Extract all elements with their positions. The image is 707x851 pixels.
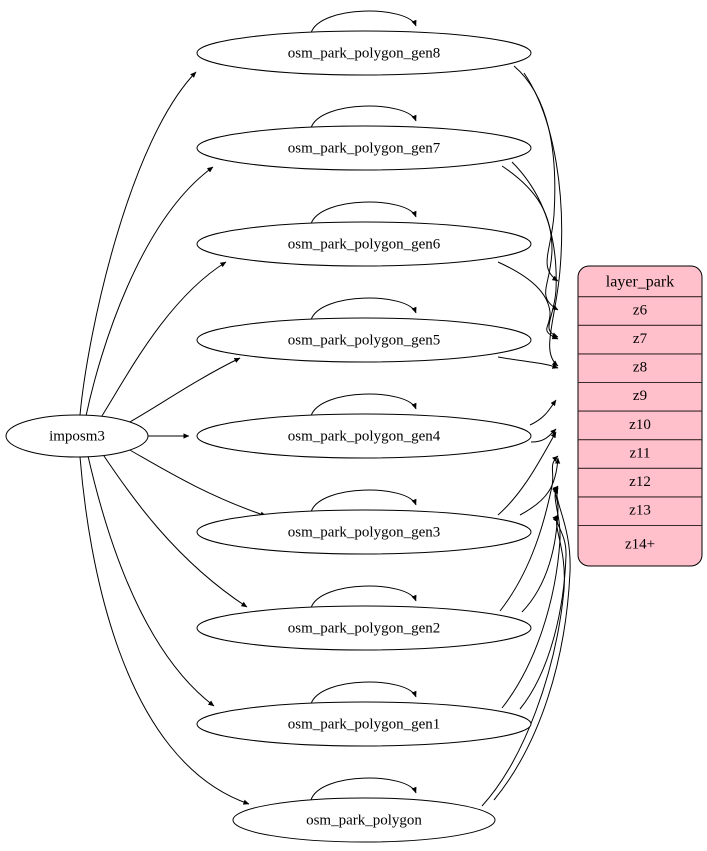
node-gen6-shape[interactable] xyxy=(196,221,532,267)
layer-park-body[interactable] xyxy=(577,265,703,567)
node-imposm3-shape[interactable] xyxy=(5,414,149,458)
edge-gen4-to-z11 xyxy=(530,428,557,443)
edge-imposm3-to-gen8 xyxy=(79,71,197,416)
node-gen1[interactable]: osm_park_polygon_gen1 xyxy=(196,701,532,747)
layer-park-row-z11[interactable]: z11 xyxy=(629,445,650,461)
node-gen4[interactable]: osm_park_polygon_gen4 xyxy=(196,413,532,459)
node-base[interactable]: osm_park_polygon xyxy=(232,797,496,843)
node-imposm3[interactable]: imposm3 xyxy=(5,414,149,458)
edge-base-to-z13 xyxy=(493,487,571,801)
node-gen8-label: osm_park_polygon_gen8 xyxy=(288,45,440,61)
node-gen2-label: osm_park_polygon_gen2 xyxy=(288,620,440,636)
self-loop-gen2 xyxy=(310,585,417,609)
edge-imposm3-to-gen1 xyxy=(87,455,215,707)
layer-park-row-z8[interactable]: z8 xyxy=(633,360,647,376)
node-gen4-label: osm_park_polygon_gen4 xyxy=(288,428,441,444)
node-imposm3-label: imposm3 xyxy=(49,428,105,444)
edge-gen1-to-z13 xyxy=(501,486,561,709)
node-base-label: osm_park_polygon xyxy=(306,812,422,828)
node-gen3-shape[interactable] xyxy=(196,509,532,555)
node-gen2-shape[interactable] xyxy=(196,605,532,651)
edge-base-to-z14 xyxy=(481,515,565,807)
edge-imposm3-to-gen7 xyxy=(85,166,214,417)
self-loop-base xyxy=(310,777,417,801)
node-gen6[interactable]: osm_park_polygon_gen6 xyxy=(196,221,532,267)
node-gen5-shape[interactable] xyxy=(196,317,532,363)
edge-gen7-to-z8 xyxy=(511,161,559,338)
layer-park-row-z14plus[interactable]: z14+ xyxy=(625,536,655,552)
edge-gen6-to-z8 xyxy=(497,261,559,340)
edge-gen3-to-z11 xyxy=(497,431,557,516)
node-gen7-shape[interactable] xyxy=(196,125,532,171)
node-gen8-shape[interactable] xyxy=(196,30,532,76)
node-gen2[interactable]: osm_park_polygon_gen2 xyxy=(196,605,532,651)
edge-gen5-to-z9 xyxy=(497,356,559,369)
node-layer-park[interactable]: layer_park z6 z7 z8 z9 z10 z11 z12 z13 z… xyxy=(577,265,703,567)
self-loop-gen7 xyxy=(310,105,417,129)
node-base-shape[interactable] xyxy=(232,797,496,843)
self-loop-gen8 xyxy=(310,10,417,34)
node-gen6-label: osm_park_polygon_gen6 xyxy=(288,236,441,252)
self-loop-gen1 xyxy=(310,681,417,705)
self-loop-edges xyxy=(310,10,417,801)
layer-park-row-z13[interactable]: z13 xyxy=(629,503,651,519)
node-gen7[interactable]: osm_park_polygon_gen7 xyxy=(196,125,532,171)
layer-park-row-z6[interactable]: z6 xyxy=(633,302,648,318)
edge-gen4-to-z10 xyxy=(529,399,557,426)
edge-imposm3-to-gen2 xyxy=(101,452,248,608)
edges-to-layer-park xyxy=(481,65,571,807)
node-gen1-label: osm_park_polygon_gen1 xyxy=(288,716,440,732)
layer-park-row-z10[interactable]: z10 xyxy=(629,417,651,433)
self-loop-gen3 xyxy=(310,489,417,513)
edges-from-imposm3 xyxy=(79,71,267,805)
edge-imposm3-to-gen6 xyxy=(99,261,227,420)
polygon-nodes: osm_park_polygon_gen8 osm_park_polygon_g… xyxy=(196,30,532,843)
edge-gen8-to-z9 xyxy=(523,72,563,367)
layer-park-row-z7[interactable]: z7 xyxy=(633,331,648,347)
layer-park-title: layer_park xyxy=(606,274,674,291)
edge-gen1-to-z14 xyxy=(519,514,567,710)
edge-imposm3-to-gen3 xyxy=(127,448,267,517)
self-loop-gen4 xyxy=(310,393,417,417)
node-gen4-shape[interactable] xyxy=(196,413,532,459)
node-gen8[interactable]: osm_park_polygon_gen8 xyxy=(196,30,532,76)
edge-gen7-to-z7 xyxy=(501,165,559,311)
edge-imposm3-to-base xyxy=(79,456,250,805)
node-gen3-label: osm_park_polygon_gen3 xyxy=(288,524,440,540)
node-gen7-label: osm_park_polygon_gen7 xyxy=(288,140,441,156)
self-loop-gen5 xyxy=(310,297,417,321)
edge-imposm3-to-gen5 xyxy=(127,357,241,424)
edge-gen3-to-z12 xyxy=(519,457,561,516)
layer-park-row-z12[interactable]: z12 xyxy=(629,474,651,490)
node-gen1-shape[interactable] xyxy=(196,701,532,747)
node-gen5[interactable]: osm_park_polygon_gen5 xyxy=(196,317,532,363)
edge-gen2-to-z12 xyxy=(499,455,559,612)
layer-park-row-z9[interactable]: z9 xyxy=(633,388,647,404)
node-gen3[interactable]: osm_park_polygon_gen3 xyxy=(196,509,532,555)
node-gen5-label: osm_park_polygon_gen5 xyxy=(288,332,440,348)
self-loop-gen6 xyxy=(310,201,417,225)
